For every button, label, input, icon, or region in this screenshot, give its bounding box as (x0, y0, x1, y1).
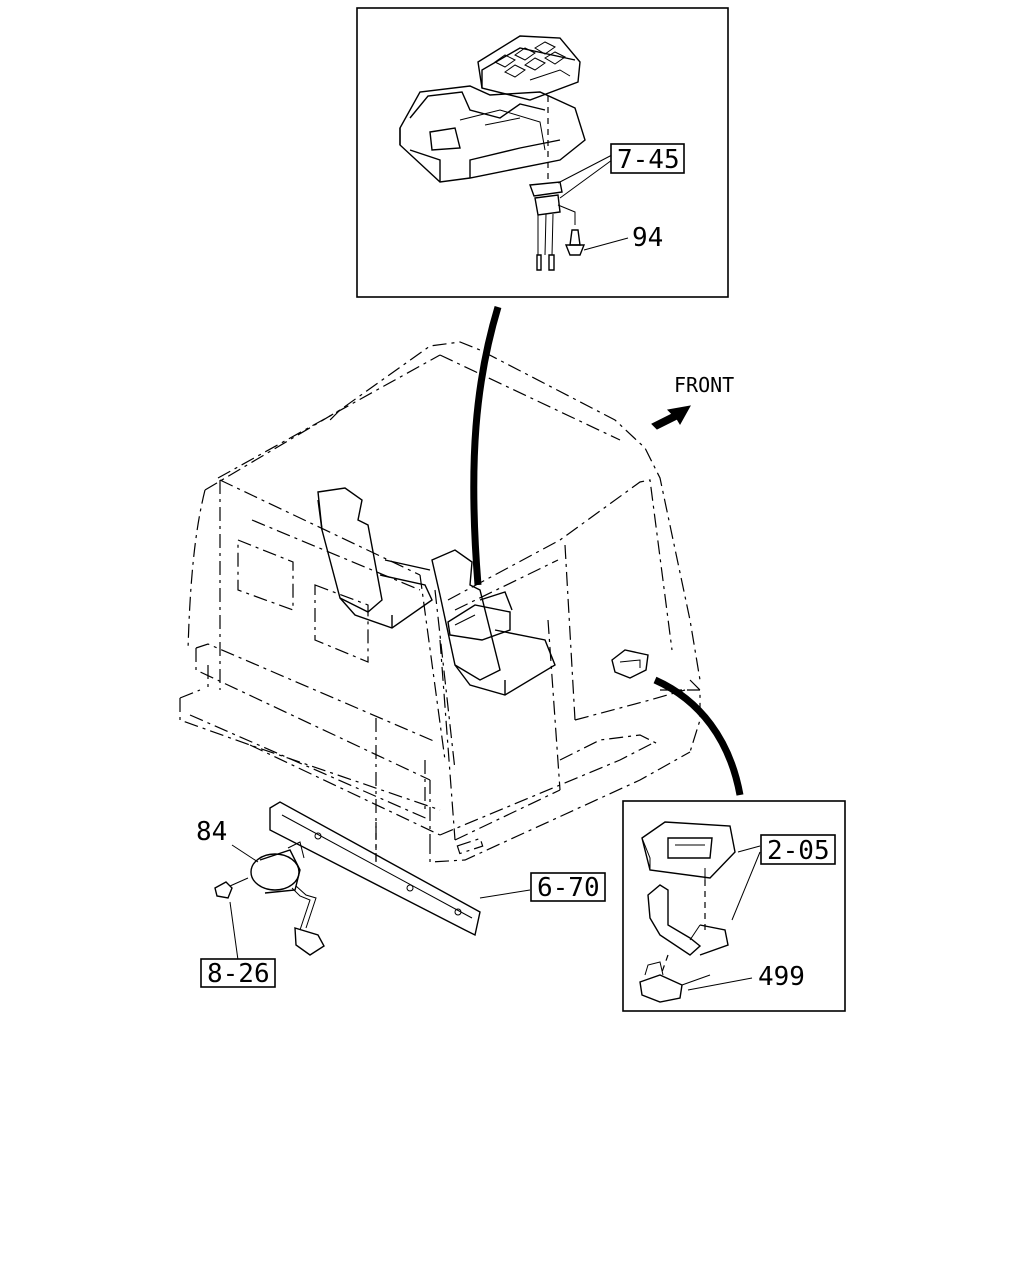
console-assembly (399, 35, 586, 183)
ref-7-45-box (610, 143, 685, 174)
switch-harness (529, 181, 586, 271)
ref-2-05-label: 2-05 (767, 836, 830, 866)
lamp-bracket (647, 884, 729, 956)
driver-seat (317, 487, 433, 629)
ref-6-70-box (530, 872, 606, 902)
ref-6-70-label: 6-70 (537, 873, 600, 903)
passenger-seat (431, 549, 556, 696)
connector-curve-right (653, 676, 744, 796)
overhead-unit (611, 649, 649, 679)
ref-7-45-label: 7-45 (617, 145, 680, 175)
buzzer (214, 841, 325, 956)
part-94-label: 94 (632, 223, 663, 253)
ref-8-26-label: 8-26 (207, 959, 270, 989)
lower-inset-frame (622, 800, 846, 1012)
lower-inset: 2-05 499 (622, 800, 846, 1012)
arrow-icon (651, 405, 691, 430)
floor-console (447, 591, 513, 641)
lamp-housing (641, 821, 736, 880)
top-inset: 7-45 94 (356, 7, 729, 298)
connector-499 (639, 954, 711, 1003)
cab-body (179, 341, 701, 863)
connector-curve-top (470, 305, 502, 586)
part-499-label: 499 (758, 962, 805, 992)
underside-assembly: 84 8-26 6-70 (196, 801, 606, 989)
ref-8-26-box (200, 958, 276, 988)
front-label: FRONT (674, 373, 734, 397)
ref-2-05-box (760, 834, 836, 865)
part-84-label: 84 (196, 817, 227, 847)
front-indicator: FRONT (651, 373, 734, 430)
